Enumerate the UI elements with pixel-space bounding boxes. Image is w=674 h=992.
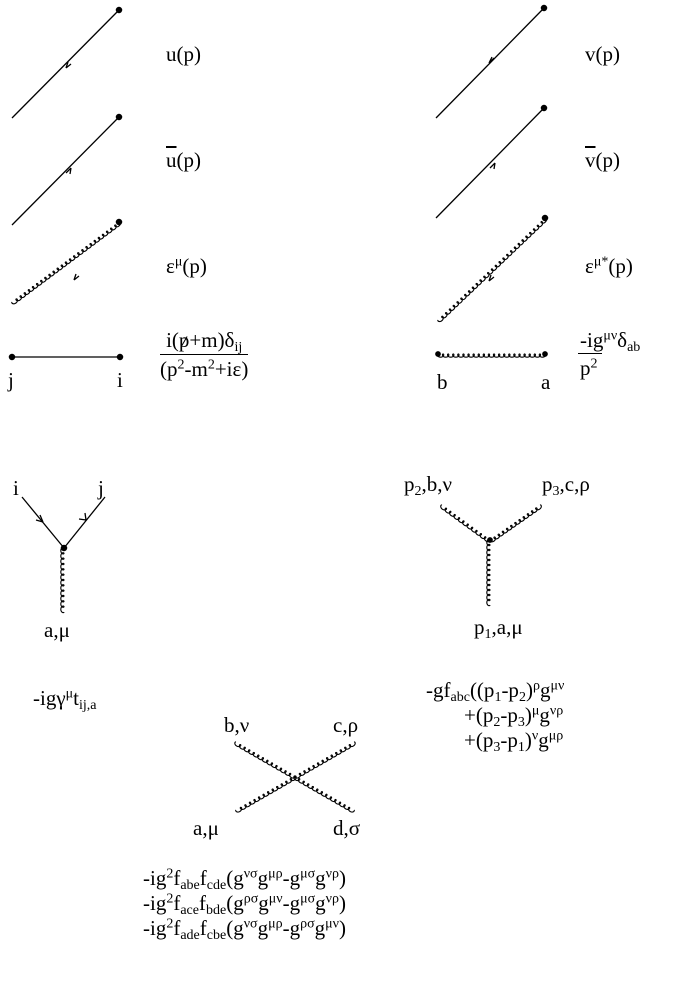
label-polarisation-conjugate: εμ*(p) [585, 254, 633, 278]
fgv-label-bottom-left: a,μ [193, 816, 219, 840]
fermion-prop-index-j: j [8, 368, 14, 392]
vbar-fermion-line [435, 107, 545, 219]
qgv-label-i: i [13, 476, 19, 500]
tgv-rule-line-2: +(p2-p3)μgνρ [464, 703, 564, 731]
label-u-spinor: u(p) [166, 42, 201, 66]
fgv-rule-line-2: -ig2facefbde(gρσgμν-gμσgνρ) [143, 891, 346, 919]
tgv-right-gluon-coil [489, 504, 542, 543]
tgv-left-gluon [442, 505, 490, 540]
qgv-outgoing-quark [63, 496, 106, 549]
v-momentum-arrow [488, 56, 495, 64]
u-momentum-arrow [65, 61, 72, 69]
v-fermion-line [435, 7, 545, 119]
ubar-endpoint-dot [115, 113, 123, 121]
p-slash-symbol: p [178, 328, 190, 352]
eps-gluon-line-coil [11, 221, 121, 305]
gluon-prop-index-a: a [541, 370, 551, 394]
fgv-rule-line-1: -ig2fabefcde(gνσgμρ-gμσgνρ) [143, 866, 346, 894]
tgv-left-gluon-coil [440, 504, 491, 543]
fermion-propagator-expression: i(p+m)δij (p2-m2+iε) [160, 328, 249, 381]
eps-momentum-arrow [73, 273, 80, 281]
eps-star-momentum-arrow [488, 274, 495, 282]
fgv-gluon-tl-br-coil [234, 741, 355, 813]
fgv-vertex-rule: -ig2fabefcde(gνσgμρ-gμσgνρ) -ig2facefbde… [143, 866, 346, 944]
ubar-momentum-arrow [65, 167, 72, 175]
fermion-prop-right-dot [116, 353, 124, 361]
tgv-label-left: p2,b,ν [404, 472, 452, 500]
qgv-gluon-line-coil [60, 546, 65, 614]
vbar-momentum-arrow [489, 162, 496, 170]
u-fermion-line [11, 9, 120, 119]
tgv-rule-line-1: -gfabc((p1-p2)ρgμν [426, 678, 565, 706]
gluon-coil-overlays [11, 217, 548, 813]
tgv-vertex-rule: -gfabc((p1-p2)ρgμν +(p2-p3)μgνρ +(p3-p1)… [426, 678, 565, 756]
label-vbar-spinor: v(p) [585, 148, 620, 172]
eps-star-gluon-line-coil [437, 217, 548, 323]
v-endpoint-dot [540, 4, 548, 12]
qgv-incoming-quark [21, 496, 65, 549]
u-endpoint-dot [115, 6, 123, 14]
qgv-label-gluon: a,μ [44, 618, 70, 642]
tgv-rule-line-3: +(p3-p1)νgμρ [464, 728, 564, 756]
tgv-label-bottom: p1,a,μ [474, 615, 523, 643]
fgv-label-bottom-right: d,σ [333, 816, 361, 840]
ubar-fermion-line [11, 116, 120, 226]
qgv-vertex-rule: -igγμtij,a [33, 686, 97, 714]
fermion-prop-left-dot [8, 353, 16, 361]
gluon-propagator-expression: -igμνδab p2 [578, 328, 641, 380]
qgv-arrow-in [35, 514, 44, 523]
tgv-label-right: p3,c,ρ [542, 472, 590, 500]
fgv-label-top-left: b,ν [224, 713, 250, 737]
fgv-rule-line-3: -ig2fadefcbe(gνσgμρ-gρσgμν) [143, 916, 346, 944]
tgv-bottom-gluon-coil [486, 538, 491, 607]
fermion-prop-index-i: i [117, 368, 123, 392]
vbar-endpoint-dot [540, 104, 548, 112]
label-polarisation: εμ(p) [166, 254, 207, 278]
qgv-label-j: j [98, 476, 104, 500]
qgv-arrow-out [78, 512, 87, 521]
label-ubar-spinor: u(p) [166, 148, 201, 172]
gluon-propagator-line-coil [436, 353, 547, 358]
fgv-label-top-right: c,ρ [333, 713, 359, 737]
label-v-spinor: v(p) [585, 42, 620, 66]
gluon-prop-index-b: b [437, 370, 448, 394]
